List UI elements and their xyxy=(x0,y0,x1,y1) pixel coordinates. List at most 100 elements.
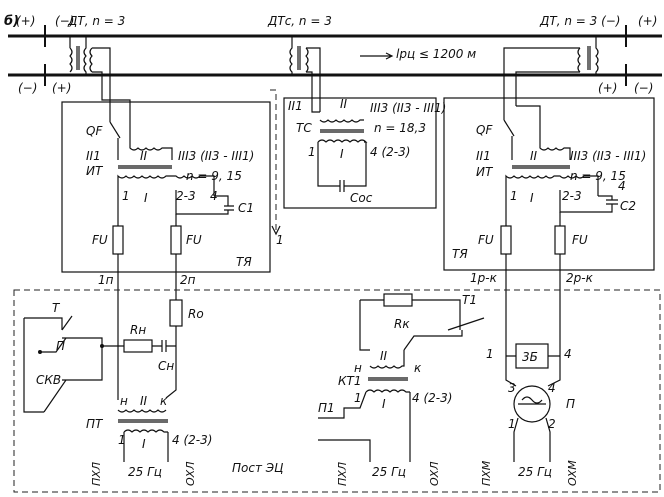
prm-t1b: 1 xyxy=(508,417,516,431)
node xyxy=(38,350,42,354)
it-right-t4: 4 xyxy=(618,179,626,193)
polarity-bottom-right-minus: (−) xyxy=(634,81,653,95)
rails: б) (+) (−) (−) (+) (+) (+) (−) xyxy=(4,14,662,95)
pt-4: 4 (2-3) xyxy=(172,433,212,447)
oxm: ОХМ xyxy=(566,460,579,486)
it-right-t23: 2-3 xyxy=(562,189,582,203)
length-arrow xyxy=(360,52,394,60)
pt-n: н xyxy=(120,394,128,408)
freq-center: 25 Гц xyxy=(372,465,406,479)
it-right-w2-left: II1 xyxy=(476,149,491,163)
post-box xyxy=(13,289,661,493)
tc-label: ТС xyxy=(296,121,312,135)
prm-t4: 4 xyxy=(564,347,572,361)
fu-right-b-label: FU xyxy=(572,233,588,247)
fu-left-a xyxy=(112,225,124,255)
it-left-w2: II xyxy=(140,149,148,163)
it-right-w3: III3 (II3 - III1) xyxy=(570,149,646,163)
qf-left-label: QF xyxy=(86,124,103,138)
fu-left-b xyxy=(170,225,182,255)
length-note: lрц ≤ 1200 м xyxy=(396,47,476,61)
ty-center-box xyxy=(283,97,437,209)
freq-right: 25 Гц xyxy=(518,465,552,479)
cable-1p: 1п xyxy=(98,273,114,287)
pt-w2: II xyxy=(140,394,148,408)
kt1-n: н xyxy=(354,361,362,375)
it-right-w2: II xyxy=(530,149,538,163)
prm-t4b: 4 xyxy=(548,381,556,395)
it-right-w1: I xyxy=(530,191,534,205)
kt1-t4: 4 (2-3) xyxy=(412,391,452,405)
oxl-left: ОХЛ xyxy=(184,462,197,486)
it-left-w1: I xyxy=(144,191,148,205)
resistor-rk xyxy=(383,293,413,307)
cable-1rk: 1р-к xyxy=(470,271,498,285)
pt-w1: I xyxy=(142,437,146,451)
contact-skv: СКВ xyxy=(36,373,61,387)
it-left-t4: 4 xyxy=(210,189,218,203)
kt1-k: к xyxy=(414,361,422,375)
pxl-center: ПХЛ xyxy=(336,462,349,486)
polarity-bottom-right-plus: (+) xyxy=(598,81,617,95)
tc-feed-line xyxy=(270,89,277,232)
prm-t1: 1 xyxy=(486,347,494,361)
dt-center-label: ДТс, n = 3 xyxy=(267,14,332,28)
ro-label: Ro xyxy=(188,307,204,321)
kt1-label: КТ1 xyxy=(338,374,361,388)
qf-right-label: QF xyxy=(476,123,493,137)
polarity-bottom-left-minus: (−) xyxy=(18,81,37,95)
ty-left: QF II1 ИТ II III3 (II3 - III1) n = 9, 15… xyxy=(86,84,254,300)
tc-t1: 1 xyxy=(308,145,316,159)
dt-right-label: ДТ, n = 3 (−) xyxy=(539,14,621,28)
tc-w3: III3 (II3 - III1) xyxy=(370,101,446,115)
t1-label: Т1 xyxy=(462,293,477,307)
node xyxy=(100,344,104,348)
prm-t2: 2 xyxy=(548,417,556,431)
rn-label: Rн xyxy=(130,323,146,337)
fu-right-b xyxy=(554,225,566,255)
ty-right: QF II1 ИТ II III3 (II3 - III1) n = 9, 15… xyxy=(452,105,646,360)
kt1-one: 1 xyxy=(354,391,362,405)
resistor-ro xyxy=(169,299,183,327)
relay-p xyxy=(513,385,551,423)
c2-label: C2 xyxy=(620,199,636,213)
it-right-label: ИТ xyxy=(476,165,494,179)
p1-label: П1 xyxy=(318,401,335,415)
oxl-center: ОХЛ xyxy=(428,462,441,486)
fu-right-a-label: FU xyxy=(478,233,494,247)
tc-cap: Cос xyxy=(350,191,373,205)
insulating-joints xyxy=(44,25,627,86)
tc-ratio: n = 18,3 xyxy=(374,121,426,135)
polarity-top-right-plus: (+) xyxy=(638,14,657,28)
post-left: Т П СКВ Rн Cн Ro ПТ н II к 1 I 4 (2-3) П… xyxy=(23,299,212,486)
cable-2p: 2п xyxy=(180,273,196,287)
tc-w2: II xyxy=(340,97,348,111)
ty-left-box xyxy=(61,101,271,273)
block-3b-label: 3Б xyxy=(522,350,538,364)
relay-symbol xyxy=(518,396,546,405)
variant-label: б) xyxy=(4,14,19,29)
it-right-t1: 1 xyxy=(510,189,518,203)
kt1-w1: I xyxy=(382,397,386,411)
ty-center: II1 II III3 (II3 - III1) ТС n = 18,3 1 I… xyxy=(270,89,446,247)
tc-t4: 4 (2-3) xyxy=(370,145,410,159)
qf-left-switch xyxy=(109,110,121,160)
pt-label: ПТ xyxy=(86,417,104,431)
kt1-w2: II xyxy=(380,349,388,363)
ty-right-label: ТЯ xyxy=(452,247,468,261)
contact-p: П xyxy=(56,339,65,353)
polarity-top-left-minus: (−) xyxy=(55,14,74,28)
qf-right-switch xyxy=(503,106,515,160)
post-right: 1 3Б 4 3 4 П 1 2 ПХМ 25 Гц ОХМ xyxy=(480,343,579,486)
polarity-top-left-plus: (+) xyxy=(16,14,35,28)
dt-left: ДТ, n = 3 xyxy=(67,14,125,110)
ty-right-box xyxy=(443,97,655,271)
c1-label: C1 xyxy=(238,201,254,215)
fu-left-a-label: FU xyxy=(92,233,108,247)
fu-right-a xyxy=(500,225,512,255)
polarity-bottom-left-plus: (+) xyxy=(52,81,71,95)
resistor-rn xyxy=(123,339,153,353)
prm-t3: 3 xyxy=(508,381,516,395)
dt-left-label: ДТ, n = 3 xyxy=(67,14,125,28)
